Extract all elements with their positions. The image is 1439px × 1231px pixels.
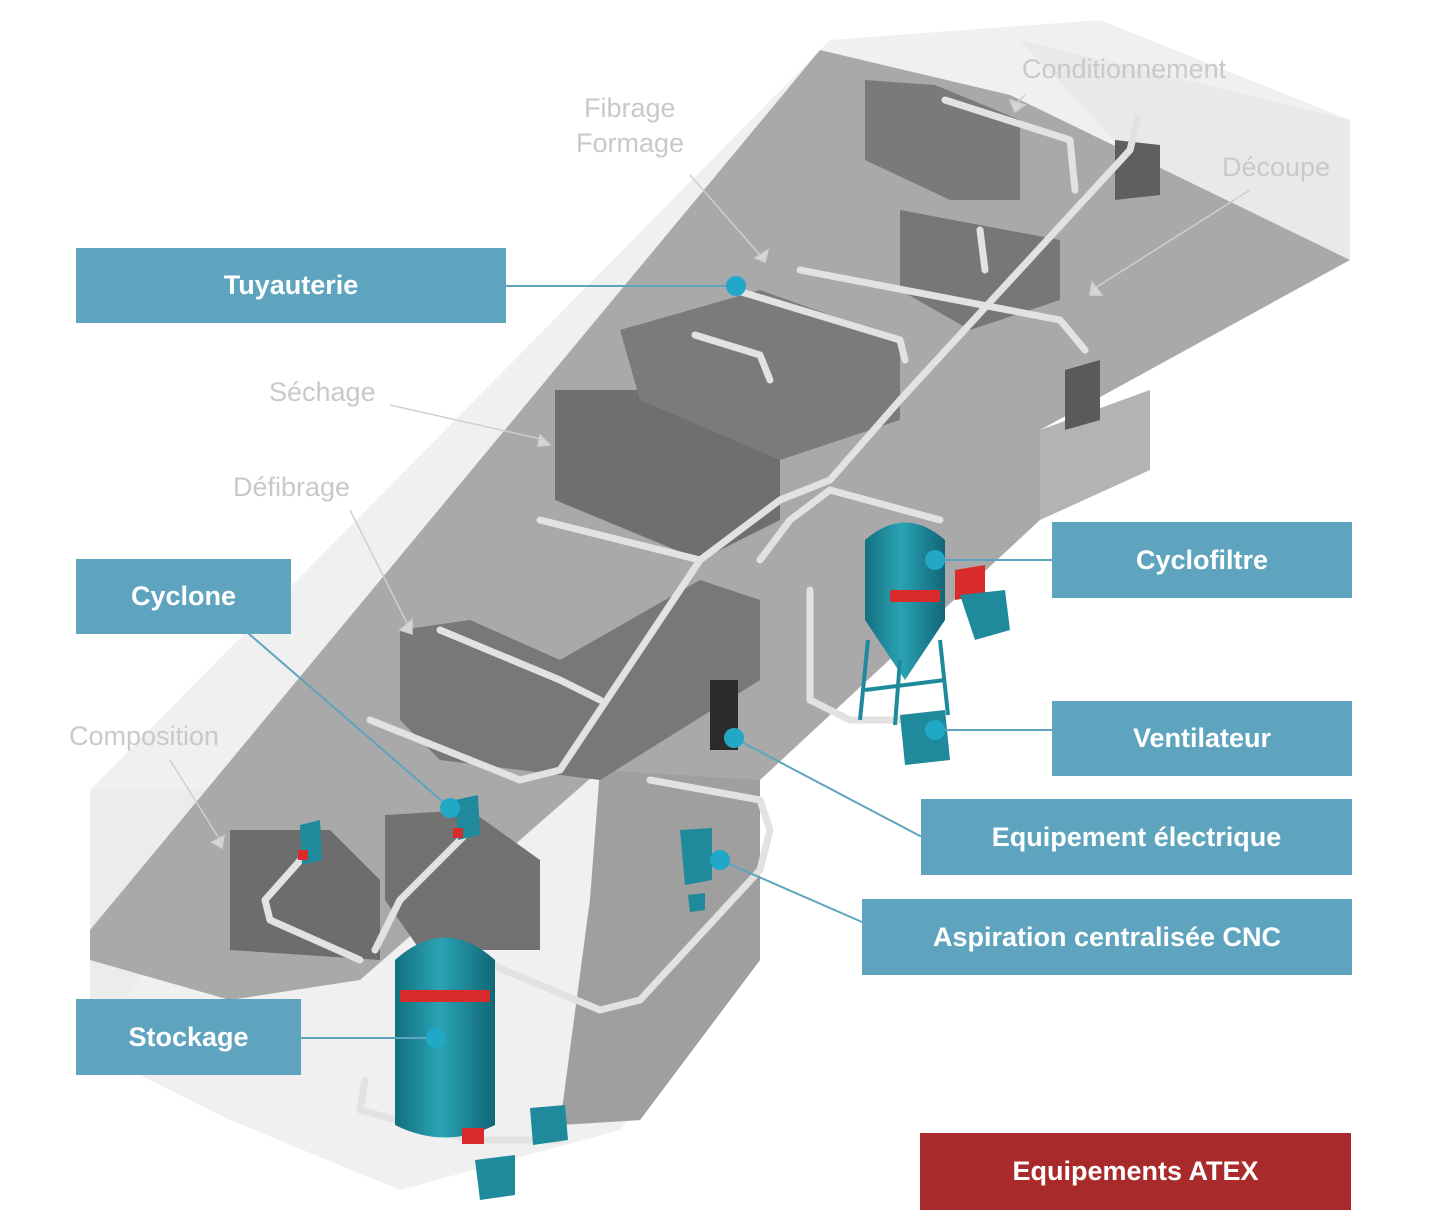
legend-equipements-atex: Equipements ATEX (920, 1133, 1351, 1210)
callout-tuyauterie: Tuyauterie (76, 248, 506, 323)
zone-label-formage: Formage (576, 128, 685, 158)
zone-label-conditionnement: Conditionnement (1022, 54, 1227, 84)
callout-stockage: Stockage (76, 999, 301, 1075)
dot-equipement-electrique (724, 728, 744, 748)
callout-leaders (247, 285, 1052, 1039)
cyclofiltre-unit (858, 522, 1010, 726)
zone-label-composition: Composition (69, 721, 220, 751)
callout-equipement-electrique: Equipement électrique (921, 799, 1352, 875)
zone-label-fibrage: Fibrage (584, 93, 676, 123)
dot-cyclofiltre (925, 550, 945, 570)
piping-network (261, 96, 1142, 1144)
zone-label-defibrage: Défibrage (233, 472, 351, 502)
ventilateur-unit (900, 710, 950, 765)
zone-label-decoupe: Découpe (1222, 152, 1331, 182)
dot-cyclone (440, 798, 460, 818)
cyclone-units (298, 795, 480, 865)
callout-cyclofiltre: Cyclofiltre (1052, 522, 1352, 598)
zone-pointers (169, 94, 1251, 850)
dot-stockage (426, 1028, 446, 1048)
callout-aspiration: Aspiration centralisée CNC (862, 899, 1352, 975)
dot-aspiration (710, 850, 730, 870)
zone-label-sechage: Séchage (269, 377, 376, 407)
callout-dots (426, 276, 945, 1048)
callout-cyclone: Cyclone (76, 559, 291, 634)
dot-tuyauterie (726, 276, 746, 296)
aspiration-unit (680, 828, 712, 912)
dot-ventilateur (925, 720, 945, 740)
process-line (230, 80, 1160, 960)
callout-ventilateur: Ventilateur (1052, 701, 1352, 776)
